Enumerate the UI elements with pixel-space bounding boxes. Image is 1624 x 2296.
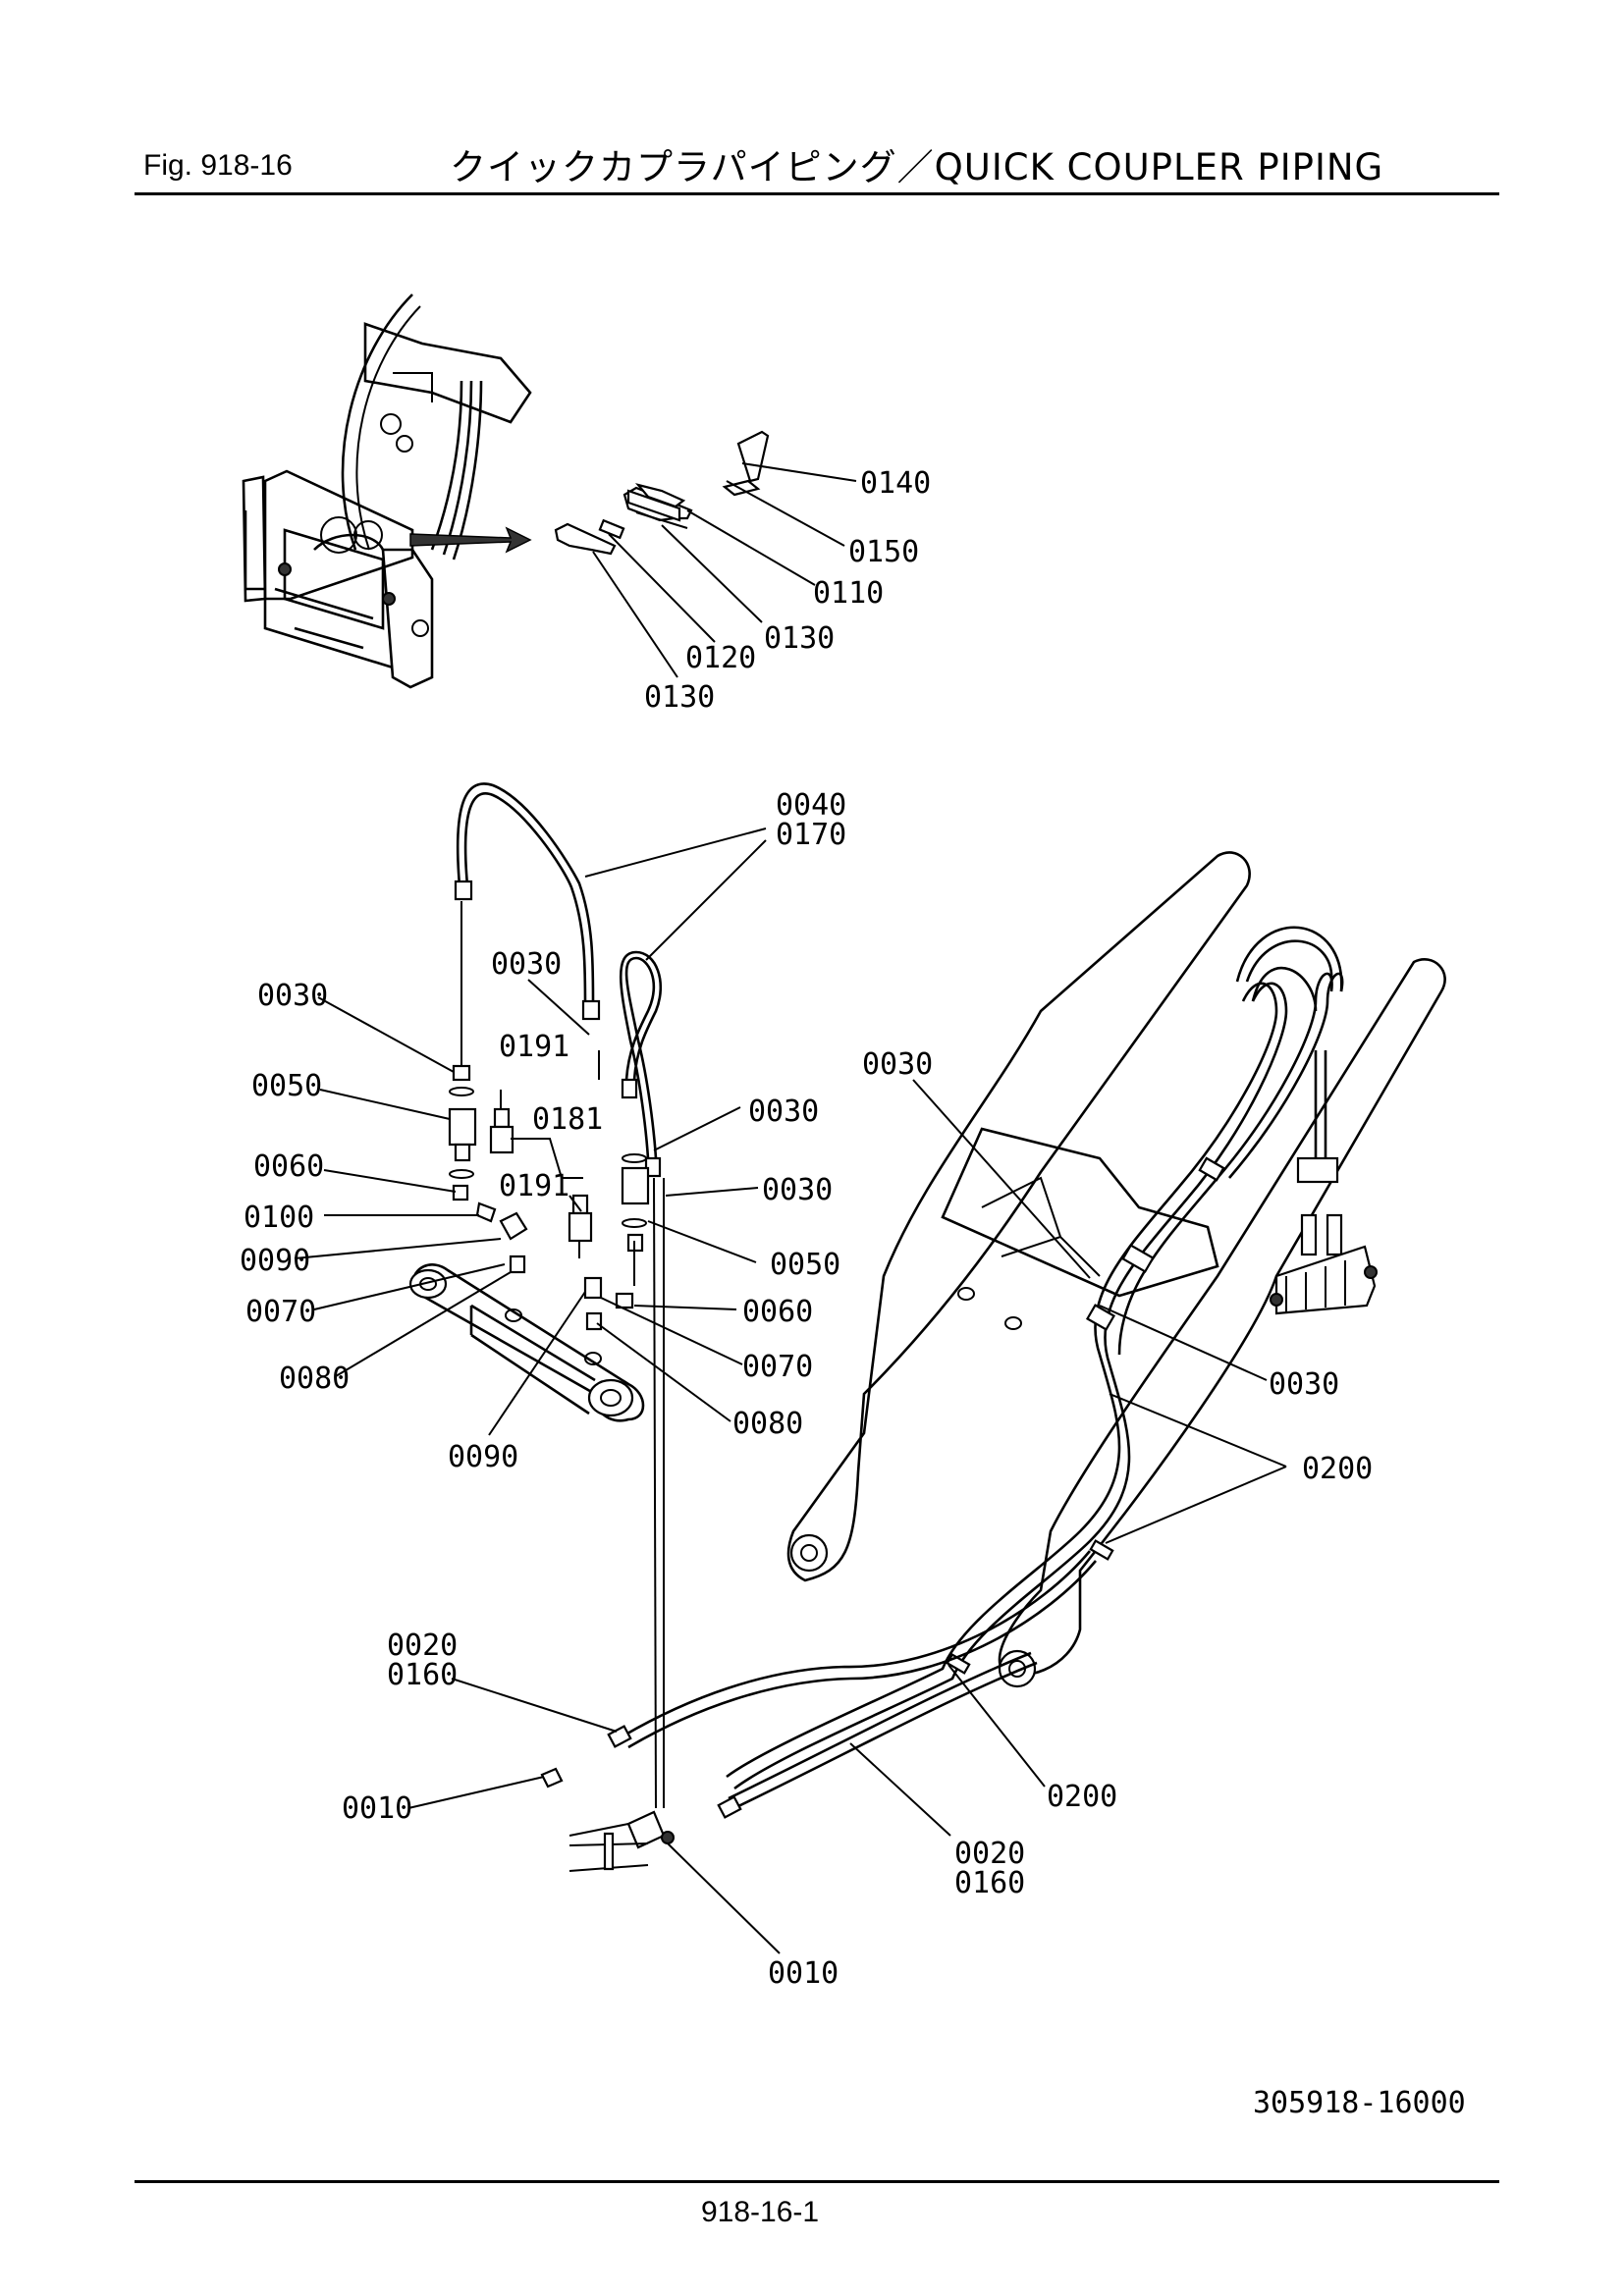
callout-0020-b: 0020: [954, 1837, 1025, 1871]
callout-0070-a: 0070: [245, 1295, 316, 1329]
callout-0200-a: 0200: [1302, 1452, 1373, 1486]
callout-0170: 0170: [776, 818, 846, 852]
boom-illustration: [726, 851, 1446, 1790]
callout-0030-d: 0030: [748, 1095, 819, 1129]
drawing-number: 305918-16000: [1253, 2086, 1466, 2120]
callout-0110: 0110: [813, 576, 884, 611]
coupler-assembly-illustration: [242, 294, 532, 689]
page-title: クイックカプラパイピング／QUICK COUPLER PIPING: [450, 146, 1384, 188]
callout-0040: 0040: [776, 788, 846, 823]
hose-and-cylinder-illustration: [408, 782, 665, 1809]
lower-hoses-illustration: [540, 1550, 1097, 1872]
callout-0060-a: 0060: [253, 1149, 324, 1184]
callout-0090-a: 0090: [240, 1244, 310, 1278]
callout-0100: 0100: [244, 1201, 314, 1235]
callout-0181: 0181: [532, 1102, 603, 1137]
callout-0050-a: 0050: [251, 1069, 322, 1103]
page-number: 918-16-1: [701, 2196, 820, 2228]
callout-0030-e: 0030: [762, 1173, 833, 1207]
callout-0200-b: 0200: [1047, 1780, 1117, 1814]
callout-0080-b: 0080: [732, 1407, 803, 1441]
callout-0070-b: 0070: [742, 1350, 813, 1384]
callout-0030-f: 0030: [1269, 1367, 1339, 1402]
callout-0090-b: 0090: [448, 1440, 518, 1474]
callout-0120: 0120: [685, 641, 756, 675]
callout-0140: 0140: [860, 466, 931, 501]
callout-0060-b: 0060: [742, 1295, 813, 1329]
callout-0130-b: 0130: [644, 680, 715, 715]
callout-0191-a: 0191: [499, 1030, 569, 1064]
callout-0191-b: 0191: [499, 1169, 569, 1203]
callout-0010-b: 0010: [768, 1956, 839, 1991]
callout-0030-a: 0030: [257, 979, 328, 1013]
callout-0160-a: 0160: [387, 1658, 458, 1692]
header-rule: [135, 192, 1499, 195]
callout-0150: 0150: [848, 535, 919, 569]
callout-0080-a: 0080: [279, 1362, 350, 1396]
callout-0050-b: 0050: [770, 1248, 840, 1282]
exploded-bracket-parts: [554, 430, 770, 556]
callout-0030-b: 0030: [491, 947, 562, 982]
callout-0130-a: 0130: [764, 621, 835, 656]
callout-0160-b: 0160: [954, 1866, 1025, 1900]
figure-number: Fig. 918-16: [143, 149, 293, 182]
callout-0030-c: 0030: [862, 1047, 933, 1082]
leader-lines: [294, 462, 1287, 1954]
callout-0020-a: 0020: [387, 1629, 458, 1663]
footer-rule: [135, 2180, 1499, 2183]
callout-0010-a: 0010: [342, 1791, 412, 1826]
